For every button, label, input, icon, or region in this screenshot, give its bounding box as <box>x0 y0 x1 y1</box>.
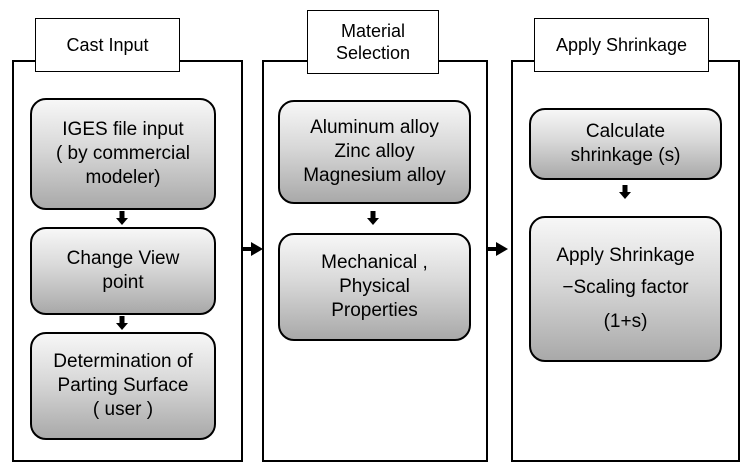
step-line: (1+s) <box>603 311 648 332</box>
step-determination-parting-surface: Determination of Parting Surface ( user … <box>30 332 216 440</box>
right-arrow-icon <box>243 242 263 256</box>
step-calculate-shrinkage: Calculate shrinkage (s) <box>529 108 722 180</box>
step-alloy-options: Aluminum alloy Zinc alloy Magnesium allo… <box>278 100 471 204</box>
step-line: modeler) <box>85 167 161 188</box>
down-arrow-icon <box>116 211 128 225</box>
down-arrow-icon <box>367 211 379 225</box>
step-line: Apply Shrinkage <box>556 245 695 266</box>
down-arrow-icon <box>619 185 631 199</box>
step-line: −Scaling factor <box>562 277 689 298</box>
panel-title-material-selection: Material Selection <box>307 10 439 74</box>
step-apply-shrinkage-scaling: Apply Shrinkage −Scaling factor (1+s) <box>529 216 722 362</box>
step-line: shrinkage (s) <box>570 145 681 166</box>
down-arrow-icon <box>116 316 128 330</box>
step-line: Magnesium alloy <box>303 165 446 186</box>
step-line: Physical <box>339 276 410 297</box>
step-line: Determination of <box>53 351 193 372</box>
panel-title-apply-shrinkage: Apply Shrinkage <box>534 18 709 72</box>
step-line: Zinc alloy <box>334 141 415 162</box>
step-line: Parting Surface <box>57 375 189 396</box>
step-line: Aluminum alloy <box>310 117 439 138</box>
step-line: IGES file input <box>62 119 184 140</box>
panel-title-cast-input: Cast Input <box>35 18 180 72</box>
step-change-view-point: Change View point <box>30 227 216 315</box>
step-line: point <box>102 272 144 293</box>
step-line: Mechanical , <box>321 252 428 273</box>
right-arrow-icon <box>488 242 508 256</box>
step-line: ( by commercial <box>55 143 191 164</box>
step-line: Change View <box>66 248 180 269</box>
step-line: ( user ) <box>92 399 154 420</box>
step-iges-file-input: IGES file input ( by commercial modeler) <box>30 98 216 210</box>
step-line: Calculate <box>585 121 666 142</box>
step-mechanical-physical-properties: Mechanical , Physical Properties <box>278 233 471 341</box>
step-line: Properties <box>331 300 418 321</box>
